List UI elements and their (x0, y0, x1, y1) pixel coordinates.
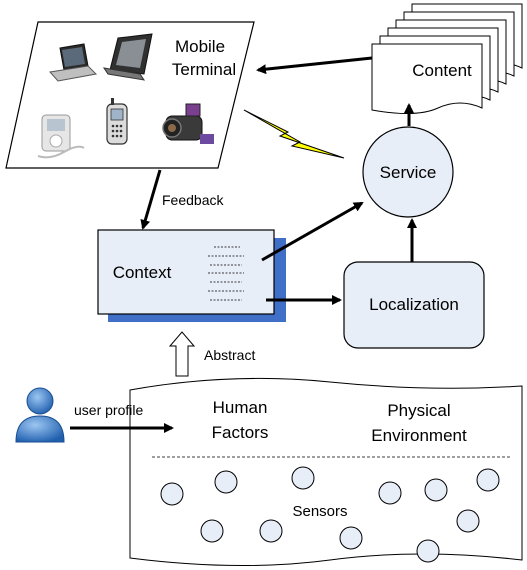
service-node: Service (362, 126, 454, 218)
sensor (160, 482, 184, 506)
abstract-label: Abstract (204, 347, 255, 363)
wireless-lightning-icon (243, 109, 345, 159)
feedback-label: Feedback (162, 192, 224, 208)
sensor (259, 519, 283, 543)
sensor (291, 466, 315, 490)
mobile-terminal-label-line2: Terminal (172, 60, 236, 79)
user-icon (15, 387, 65, 443)
content-node: Content (371, 3, 523, 115)
media-player-icon (37, 114, 85, 159)
laptop-icon (49, 43, 98, 82)
sensors-group (160, 466, 500, 563)
sensor (416, 539, 440, 563)
context-label: Context (113, 263, 172, 282)
cell-phone-icon (106, 98, 128, 145)
camcorder-icon (162, 103, 214, 144)
sensor (339, 526, 363, 550)
localization-node: Localization (343, 261, 485, 349)
service-label: Service (380, 163, 437, 182)
human-factors-label-line2: Factors (212, 423, 269, 442)
sensor (214, 470, 238, 494)
arrow-terminal-feedback-to-context (140, 169, 162, 230)
context-data-lines (208, 246, 244, 301)
physical-environment-label-line1: Physical (387, 401, 450, 420)
arrow-content-to-terminal (256, 56, 373, 75)
sensor (456, 509, 480, 533)
mobile-terminal-node: Mobile Terminal (5, 21, 255, 169)
localization-label: Localization (369, 295, 459, 314)
user-profile-label: user profile (74, 402, 143, 418)
context-node: Context (97, 229, 286, 322)
mobile-terminal-label-line1: Mobile (175, 37, 225, 56)
human-factors-label-line1: Human (213, 398, 268, 417)
sensor (200, 519, 224, 543)
arrow-abstract-hollow (168, 331, 196, 377)
sensor (424, 478, 448, 502)
sensor (476, 468, 500, 492)
sensor (378, 481, 402, 505)
environment-node: Human Factors Physical Environment Senso… (129, 377, 523, 567)
content-label: Content (412, 61, 472, 80)
arrow-context-to-service (261, 201, 364, 262)
physical-environment-label-line2: Environment (371, 426, 467, 445)
tablet-icon (102, 33, 153, 81)
sensors-label: Sensors (292, 503, 347, 520)
